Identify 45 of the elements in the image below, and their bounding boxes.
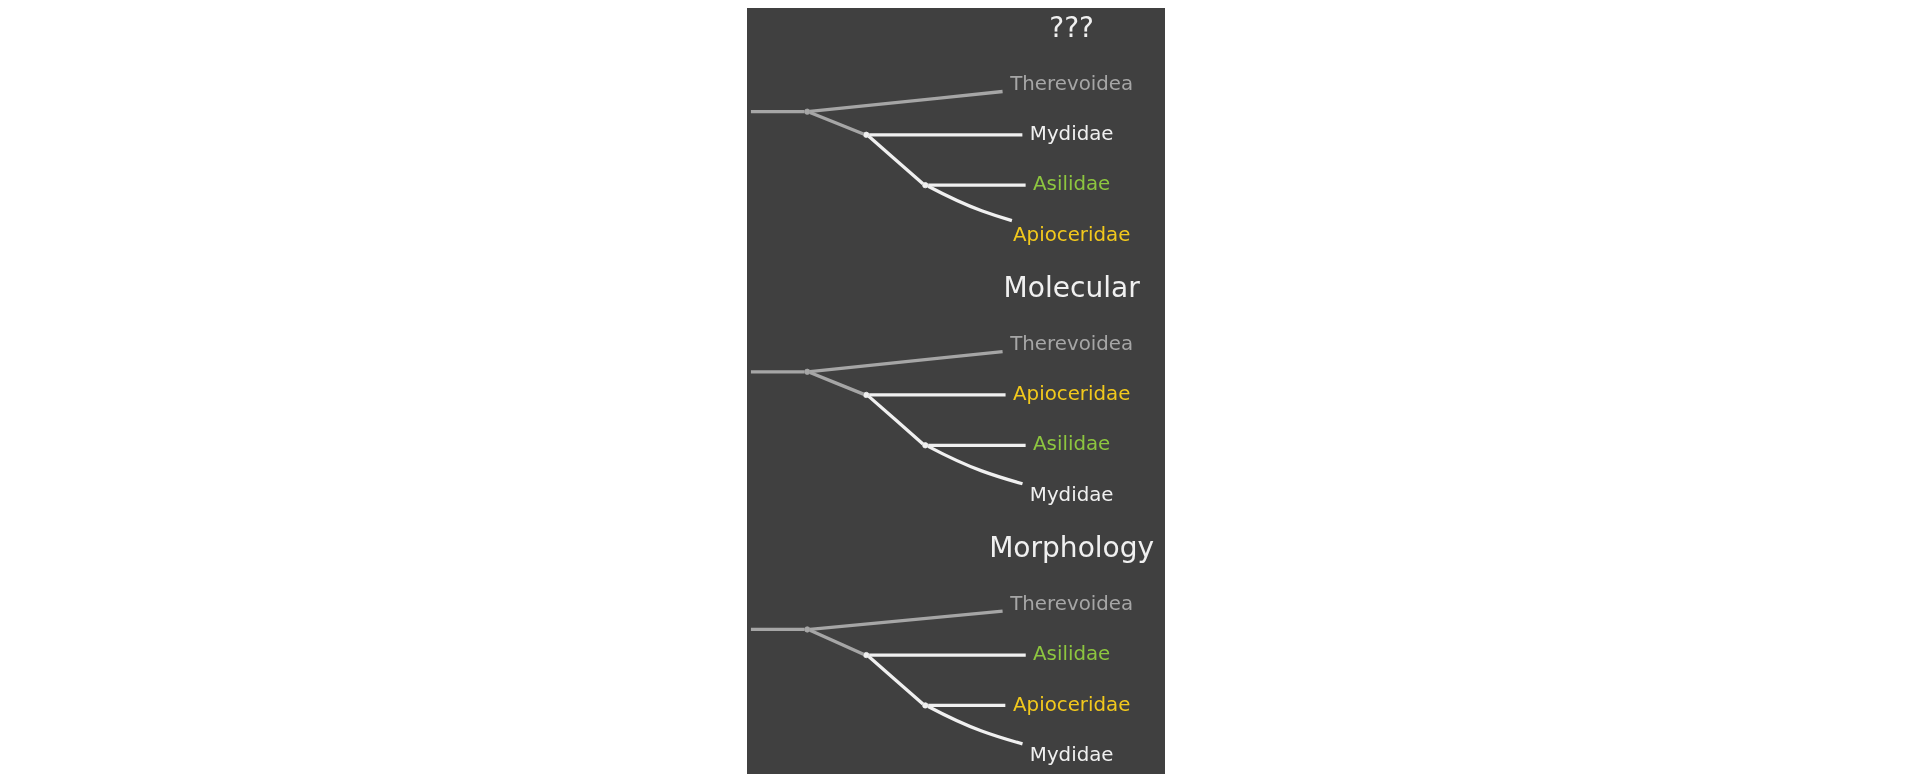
node-point — [922, 702, 929, 709]
connector — [750, 370, 805, 374]
node-text: Therevoidea — [1010, 591, 1134, 615]
node-point — [863, 131, 870, 138]
label: ??? — [1049, 11, 1095, 45]
connector — [928, 443, 1026, 447]
connector — [867, 135, 924, 186]
connector — [928, 183, 1026, 187]
connector — [867, 655, 924, 706]
connector — [869, 393, 1006, 397]
node-text: Apioceridae — [1013, 222, 1131, 246]
label: Morphology — [989, 531, 1155, 565]
node-text: Therevoidea — [1010, 71, 1134, 95]
node-point — [922, 182, 929, 189]
connector — [867, 395, 925, 446]
node-text: Therevoidea — [1010, 331, 1134, 355]
node-point — [804, 368, 811, 375]
node-point — [863, 391, 870, 398]
connector — [809, 110, 865, 136]
node-text: Mydidae — [1029, 482, 1114, 506]
connector — [809, 371, 865, 396]
node-text: Apioceridae — [1013, 692, 1131, 716]
node-text: Asilidae — [1033, 432, 1111, 456]
connector — [869, 133, 1023, 137]
connector — [927, 444, 1023, 486]
node-point — [863, 651, 870, 659]
node-text: Apioceridae — [1013, 382, 1131, 406]
connector — [809, 628, 865, 656]
connector — [927, 184, 1013, 223]
connector — [809, 349, 1003, 374]
node-text: Asilidae — [1033, 642, 1111, 666]
node-point — [922, 442, 929, 449]
label: Molecular — [1003, 271, 1140, 305]
node-text: Asilidae — [1033, 172, 1111, 196]
connector — [750, 110, 805, 114]
node-point — [804, 108, 811, 115]
connector — [927, 705, 1023, 746]
connector — [809, 89, 1003, 114]
node-text: Mydidae — [1029, 742, 1114, 766]
connector — [928, 703, 1006, 708]
connector — [809, 609, 1003, 631]
node-text: Mydidae — [1029, 121, 1114, 145]
connector — [750, 627, 805, 632]
node-point — [804, 626, 811, 633]
connector — [869, 653, 1026, 657]
